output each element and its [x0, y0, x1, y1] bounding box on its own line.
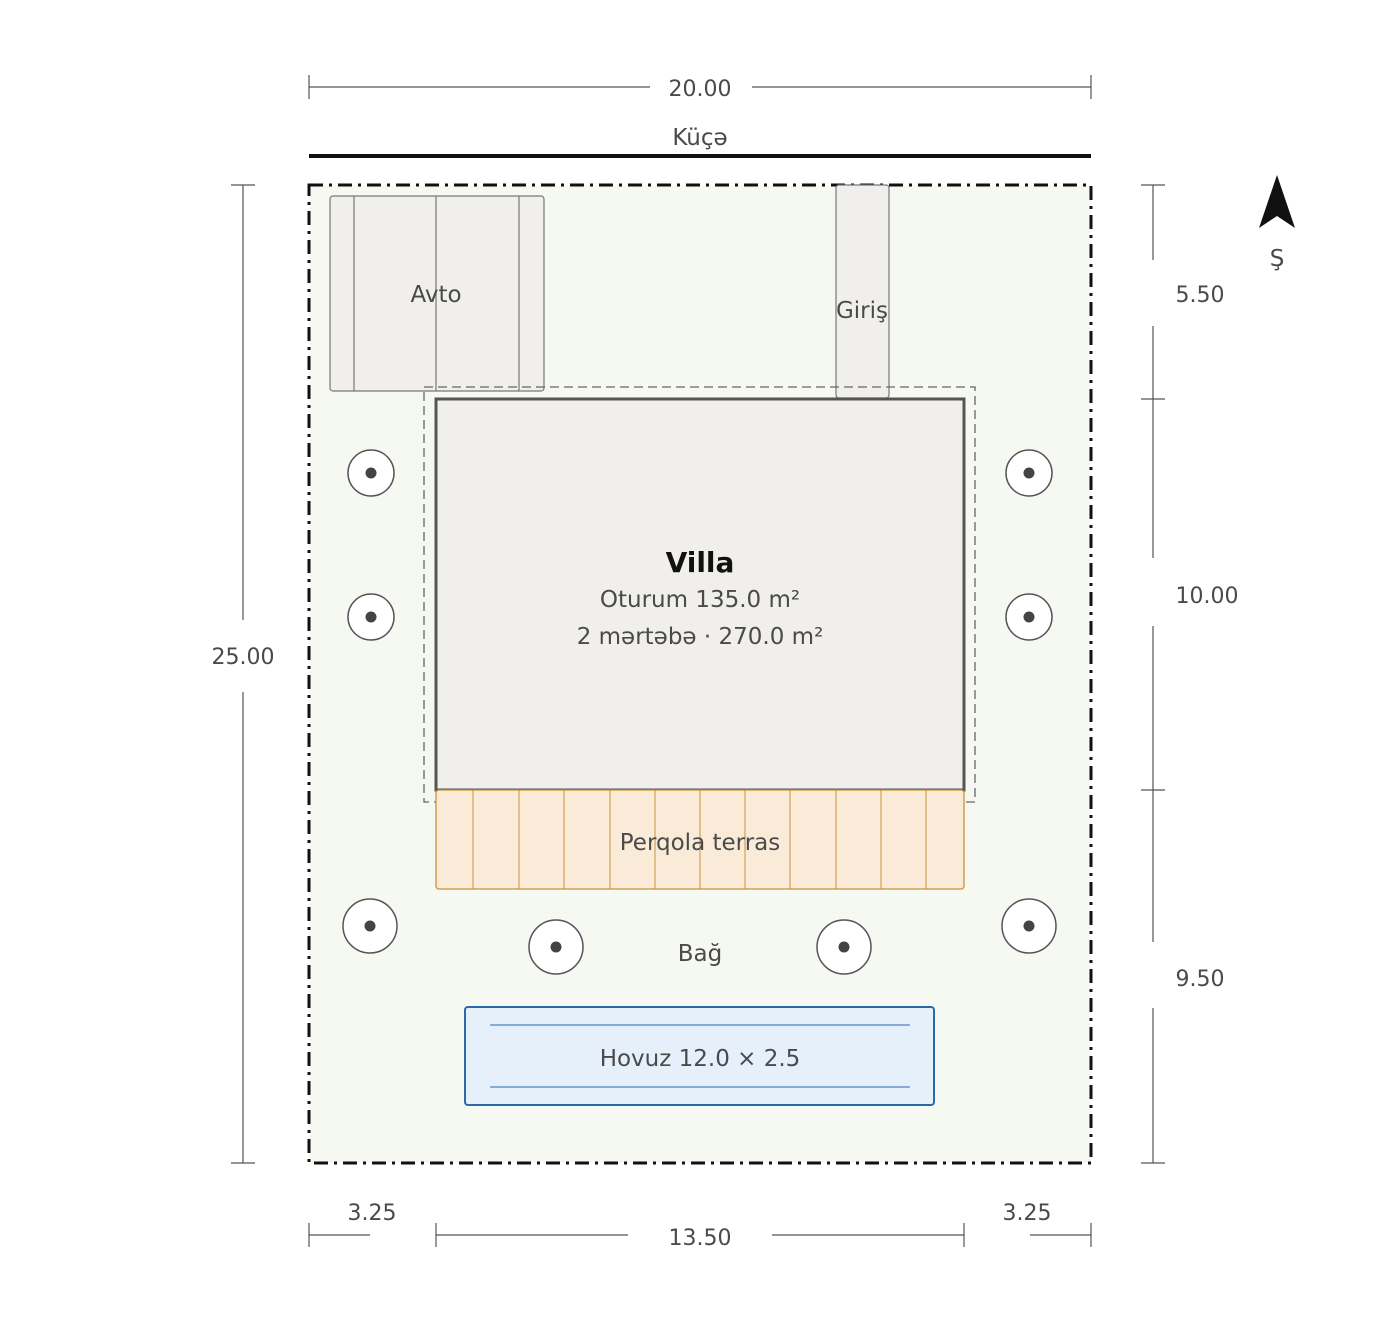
entrance-label: Giriş — [836, 298, 888, 324]
pergola-label: Perqola terras — [620, 830, 780, 856]
tree-icon — [816, 919, 872, 975]
entrance-path: Giriş — [835, 184, 890, 399]
right-chain-dimension: 5.50 10.00 9.50 — [1141, 184, 1239, 1164]
parking-area: Avto — [329, 195, 545, 392]
pool: Hovuz 12.0 × 2.5 — [464, 1006, 935, 1106]
villa-footprint-area: Oturum 135.0 m² — [600, 587, 800, 613]
trees — [342, 449, 1057, 975]
bottom-house-label: 13.50 — [669, 1226, 732, 1251]
garden-label: Bağ — [678, 941, 722, 967]
tree-icon — [1005, 449, 1053, 497]
right-back-label: 9.50 — [1176, 967, 1225, 992]
villa-floor-area: 2 mərtəbə · 270.0 m² — [577, 624, 824, 650]
villa-title: Villa — [666, 546, 735, 579]
tree-icon — [342, 898, 398, 954]
building-setback — [423, 386, 976, 803]
tree-icon — [1005, 593, 1053, 641]
street-label: Küçə — [672, 125, 727, 151]
tree-icon — [347, 449, 395, 497]
left-depth-dimension: 25.00 — [212, 184, 275, 1164]
tree-icon — [1001, 898, 1057, 954]
villa-footprint: Villa Oturum 135.0 m² 2 mərtəbə · 270.0 … — [434, 397, 966, 792]
right-house-label: 10.00 — [1176, 584, 1239, 609]
north-label: Ş — [1270, 246, 1285, 272]
north-arrow: Ş — [1259, 175, 1295, 272]
north-arrow-icon — [1259, 175, 1295, 228]
right-front-label: 5.50 — [1176, 283, 1225, 308]
bottom-left-label: 3.25 — [348, 1201, 397, 1226]
tree-icon — [347, 593, 395, 641]
tree-icon — [528, 919, 584, 975]
top-width-label: 20.00 — [669, 77, 732, 102]
top-width-dimension: 20.00 — [308, 75, 1092, 102]
bottom-chain-dimension: 3.25 13.50 3.25 — [308, 1201, 1092, 1251]
parking-label: Avto — [410, 282, 461, 308]
bottom-right-label: 3.25 — [1003, 1201, 1052, 1226]
pool-label: Hovuz 12.0 × 2.5 — [600, 1046, 801, 1072]
pergola-terrace: Perqola terras — [435, 789, 965, 890]
left-depth-label: 25.00 — [212, 645, 275, 670]
